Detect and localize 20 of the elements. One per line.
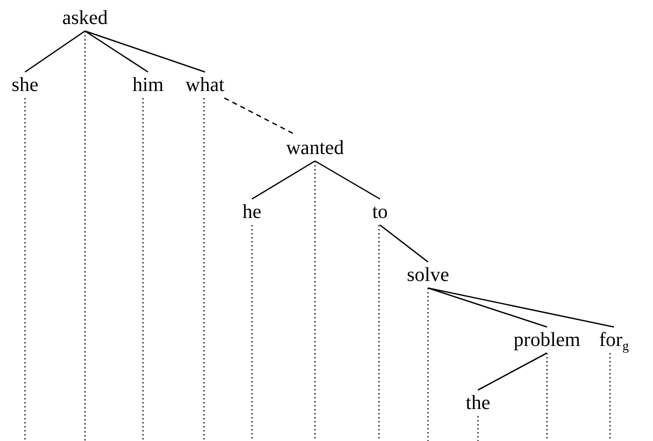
dependency-line — [478, 352, 548, 391]
dependency-line — [314, 160, 380, 200]
word: what — [186, 74, 224, 96]
dependency-line — [84, 30, 206, 73]
word: asked — [62, 7, 108, 29]
dependency-line — [252, 160, 316, 200]
dependency-line — [380, 224, 428, 263]
word: wanted — [286, 137, 344, 159]
dependency-line — [84, 30, 148, 73]
dependency-line — [428, 287, 614, 328]
word: problem — [514, 329, 580, 351]
dependency-line — [24, 30, 86, 73]
word: she — [12, 74, 38, 96]
word: for$_{g}$ — [599, 329, 629, 351]
dependency-line — [428, 287, 548, 328]
word: he — [242, 201, 262, 223]
word: him — [132, 74, 164, 96]
word: to — [372, 201, 388, 223]
word: solve — [406, 264, 450, 286]
word: the — [466, 392, 490, 414]
